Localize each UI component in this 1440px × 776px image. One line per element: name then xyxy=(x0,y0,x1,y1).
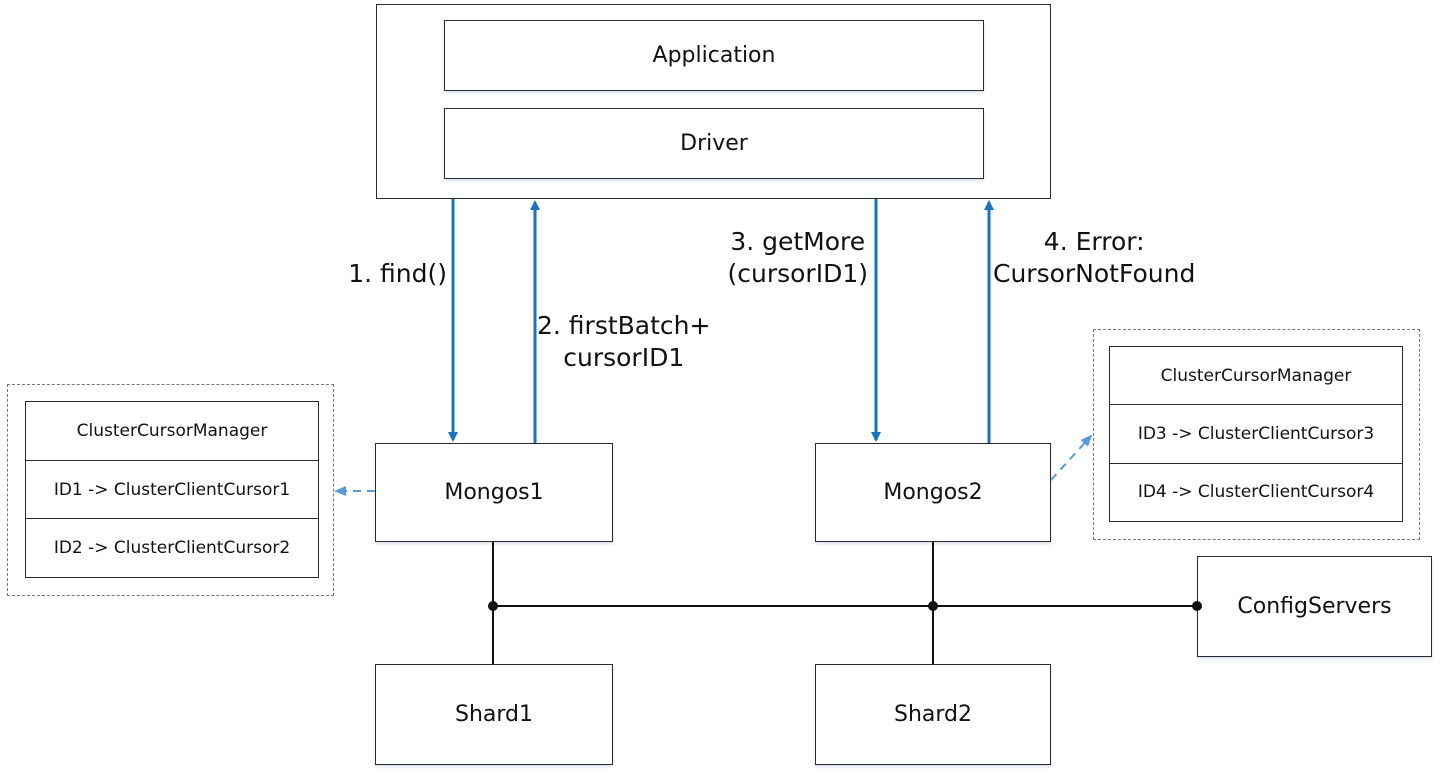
config-servers-label: ConfigServers xyxy=(1237,594,1392,619)
shard1-box: Shard1 xyxy=(375,664,613,765)
cursor-entry: ID3 -> ClusterClientCursor3 xyxy=(1110,404,1402,462)
mongos1-label: Mongos1 xyxy=(444,480,544,505)
step-3-line1: 3. getMore xyxy=(730,227,866,256)
junction-dot xyxy=(488,601,498,611)
driver-box: Driver xyxy=(444,108,984,179)
cursor-entry: ID4 -> ClusterClientCursor4 xyxy=(1110,462,1402,521)
cursor-entry: ID1 -> ClusterClientCursor1 xyxy=(26,459,318,519)
step-2-label: 2. firstBatch+ cursorID1 xyxy=(537,310,710,374)
step-4-line1: 4. Error: xyxy=(1043,227,1145,256)
step-3-line2: (cursorID1) xyxy=(727,259,868,288)
junction-dot xyxy=(928,601,938,611)
cursor-manager-1-container xyxy=(7,384,334,596)
mongos2-label: Mongos2 xyxy=(883,480,983,505)
step-4-label: 4. Error: CursorNotFound xyxy=(993,226,1195,290)
mongos1-box: Mongos1 xyxy=(375,443,613,542)
cursor-manager-1-title: ClusterCursorManager xyxy=(76,420,268,441)
mongos2-box: Mongos2 xyxy=(815,443,1051,542)
cursor-entry: ID2 -> ClusterClientCursor2 xyxy=(26,518,318,577)
step-2-line1: 2. firstBatch+ xyxy=(537,311,711,340)
shard2-box: Shard2 xyxy=(815,664,1051,765)
step-4-line2: CursorNotFound xyxy=(993,259,1196,288)
step-1-text: 1. find() xyxy=(348,259,447,288)
junction-dot xyxy=(1192,601,1202,611)
shard1-label: Shard1 xyxy=(454,702,533,727)
config-servers-box: ConfigServers xyxy=(1197,556,1432,657)
step-3-label: 3. getMore (cursorID1) xyxy=(727,226,868,290)
cursor-manager-2-container xyxy=(1093,329,1420,540)
cursor-manager-2-title: ClusterCursorManager xyxy=(1160,365,1352,386)
step-2-line2: cursorID1 xyxy=(563,343,685,372)
application-label: Application xyxy=(652,43,776,68)
cursor-manager-1-table: ClusterCursorManager ID1 -> ClusterClien… xyxy=(25,401,319,578)
application-box: Application xyxy=(444,20,984,91)
step-1-label: 1. find() xyxy=(348,258,447,290)
cursor-manager-2-table: ClusterCursorManager ID3 -> ClusterClien… xyxy=(1109,346,1403,522)
mongos2-manager-link xyxy=(1050,434,1093,481)
driver-label: Driver xyxy=(680,131,748,156)
shard2-label: Shard2 xyxy=(893,702,972,727)
